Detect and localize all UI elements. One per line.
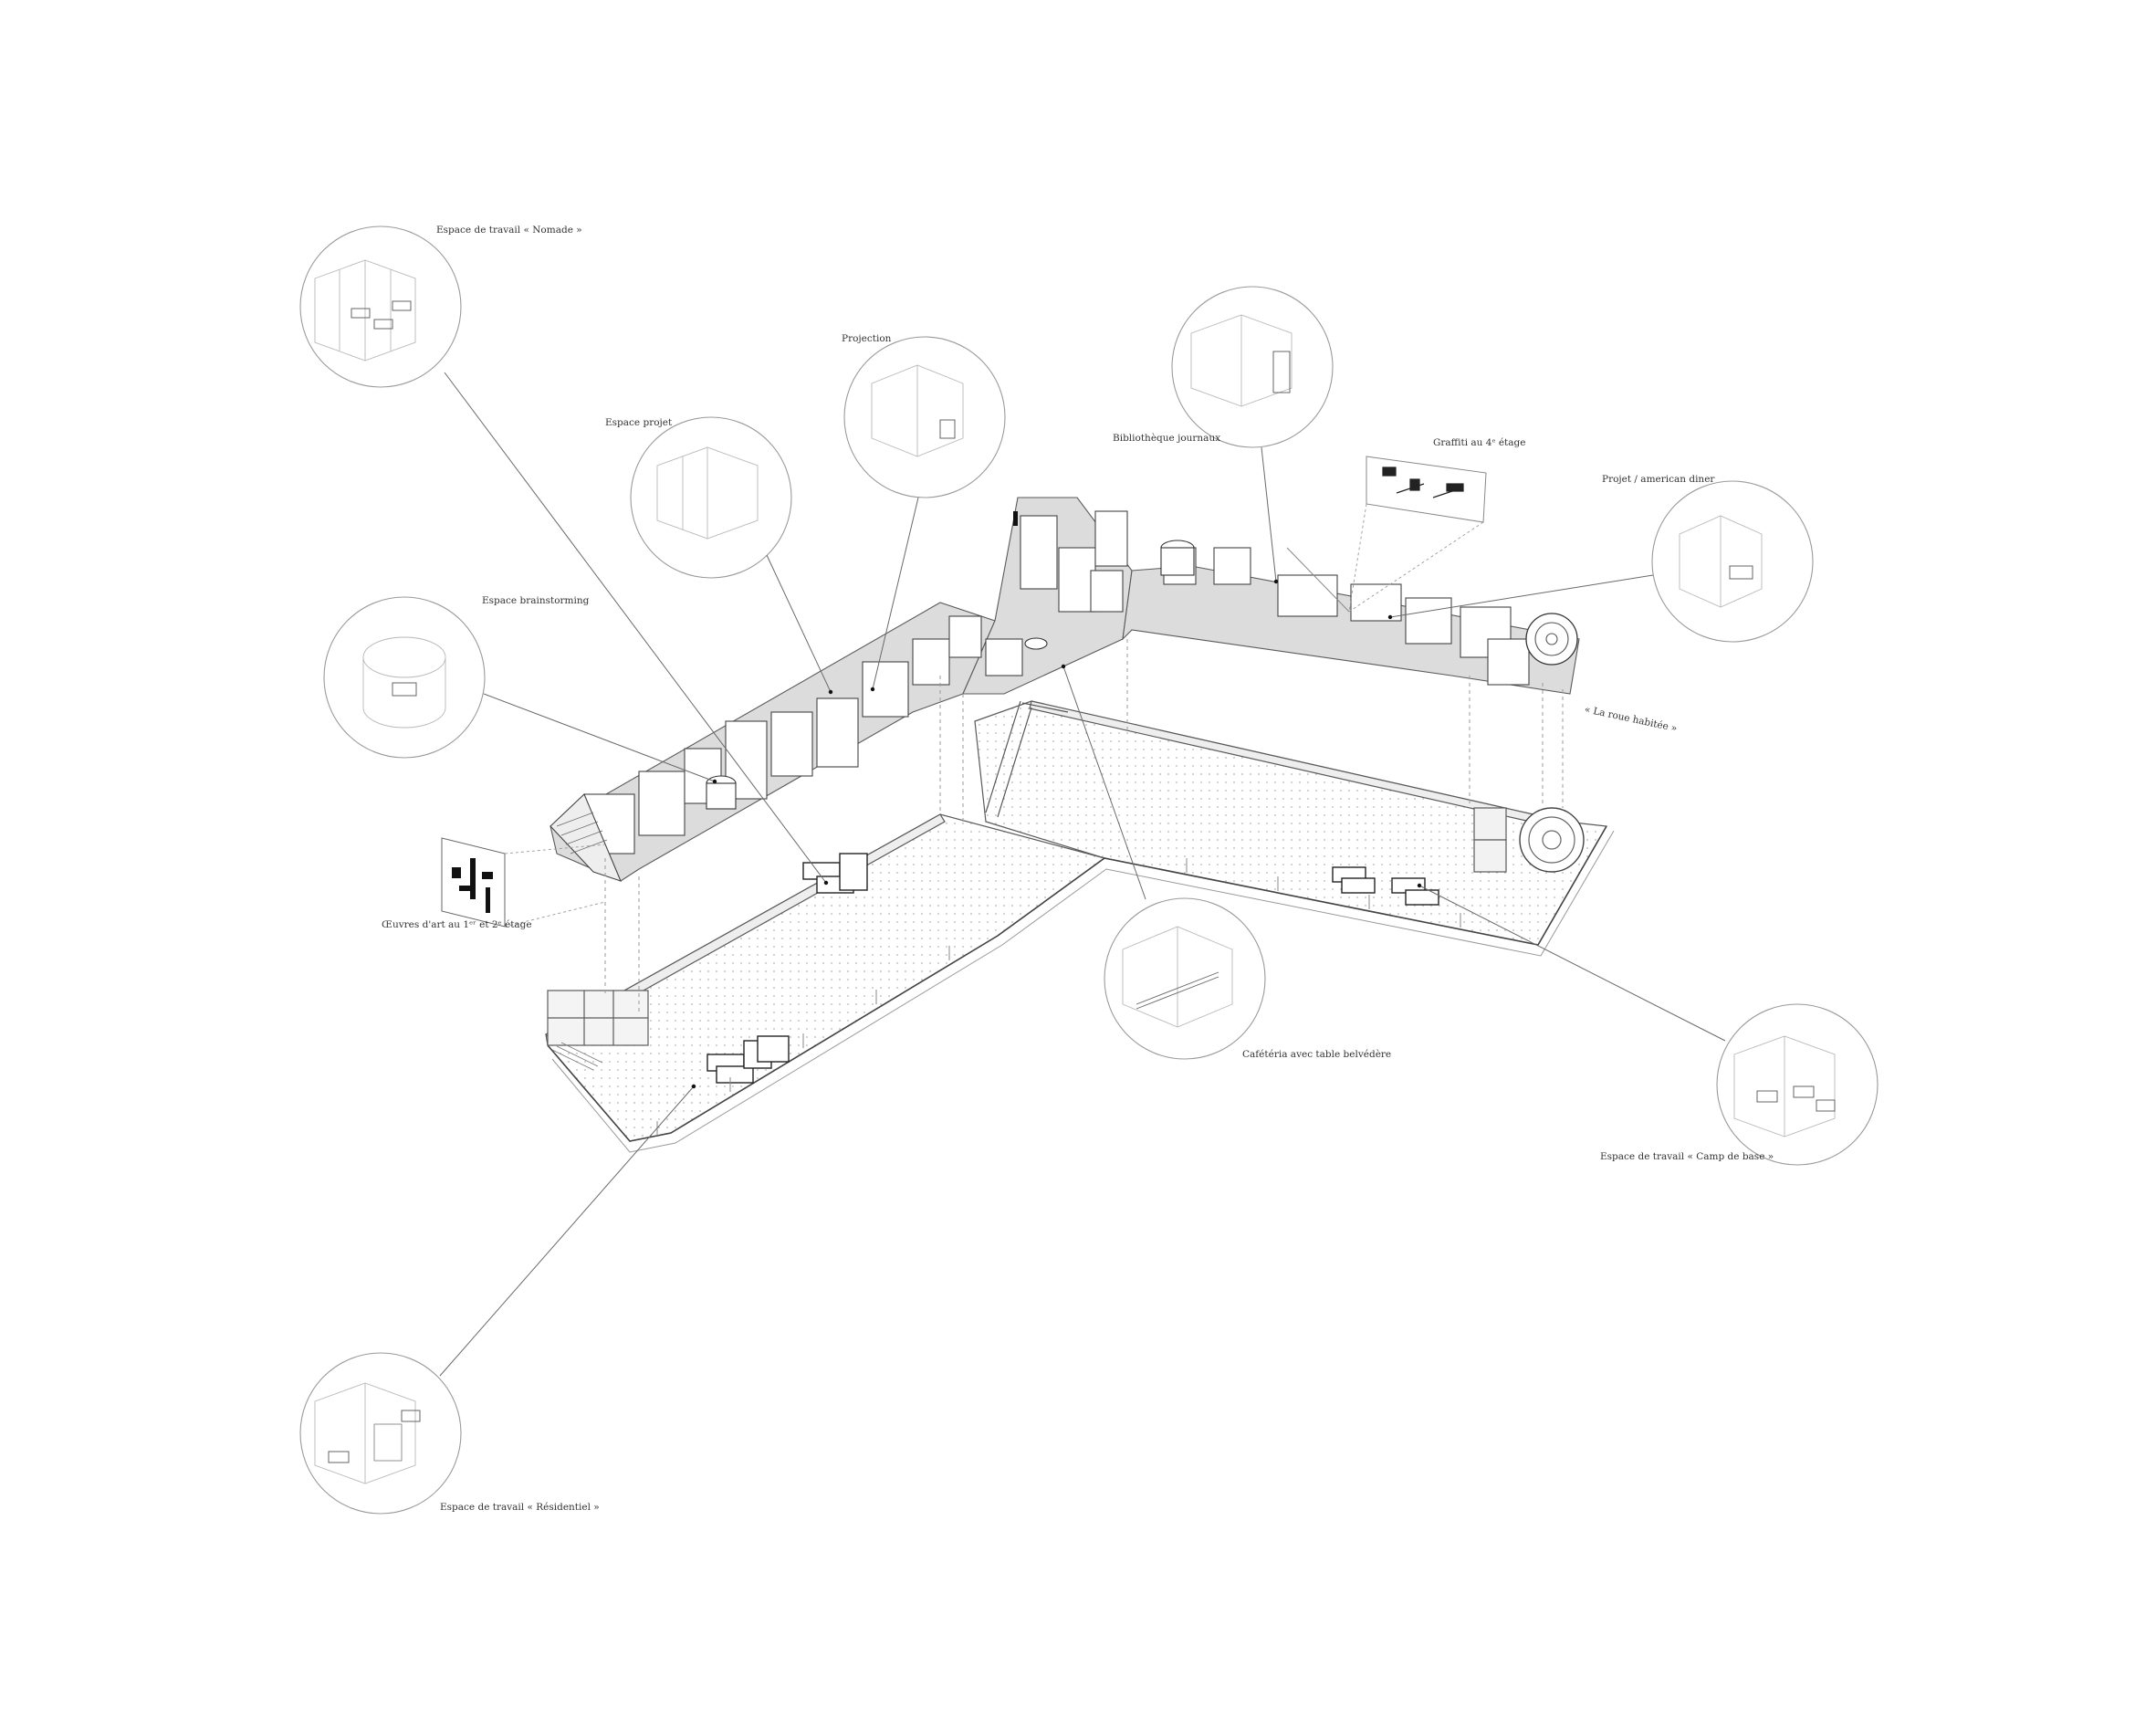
- leader-dots: [691, 579, 1422, 1089]
- leader-nomade: [444, 372, 827, 884]
- circle-cafeteria: [1104, 897, 1266, 1060]
- artwork-panel: [441, 837, 606, 928]
- callout-circles: [299, 225, 1879, 1515]
- circle-projection: [843, 336, 1006, 498]
- lower-right-wing: [974, 700, 1607, 946]
- circle-camp-de-base: [1716, 1003, 1879, 1166]
- circle-nomade: [299, 225, 462, 388]
- leader-brainstorming: [483, 693, 716, 782]
- circle-residentiel: [299, 1352, 462, 1515]
- desks-lower: [706, 853, 1439, 1084]
- circle-bibliotheque: [1171, 286, 1334, 448]
- label-graffiti: Graffiti au 4ᵉ étage: [1433, 437, 1526, 448]
- label-bibliotheque: Bibliothèque journaux: [1113, 433, 1221, 444]
- leader-projection: [872, 497, 919, 690]
- label-oeuvres: Œuvres d'art au 1ᵉʳ et 2ᵉ étage: [382, 919, 532, 930]
- label-projection: Projection: [842, 333, 892, 344]
- leader-espace-projet: [766, 554, 832, 693]
- label-espace-projet: Espace projet: [605, 417, 673, 428]
- circle-american-diner: [1651, 480, 1814, 643]
- leader-bibliotheque: [1261, 446, 1277, 582]
- upper-floor: [549, 497, 1580, 882]
- leader-residentiel: [439, 1085, 695, 1377]
- leader-american-diner: [1389, 574, 1654, 618]
- leader-lines: [439, 372, 1726, 1377]
- circle-espace-projet: [630, 416, 792, 579]
- label-residentiel: Espace de travail « Résidentiel »: [440, 1502, 600, 1513]
- leader-cafeteria: [1062, 666, 1146, 900]
- graffiti-panel: [1348, 456, 1487, 613]
- leader-camp-de-base: [1418, 885, 1726, 1042]
- label-brainstorming: Espace brainstorming: [482, 595, 590, 606]
- label-nomade: Espace de travail « Nomade »: [436, 225, 582, 236]
- label-american-diner: Projet / american diner: [1602, 474, 1715, 485]
- lower-floor: [545, 700, 1615, 1153]
- label-camp-de-base: Espace de travail « Camp de base »: [1600, 1151, 1774, 1162]
- label-cafeteria: Cafétéria avec table belvédère: [1242, 1049, 1392, 1060]
- vertical-dashed-lines: [604, 639, 1564, 1013]
